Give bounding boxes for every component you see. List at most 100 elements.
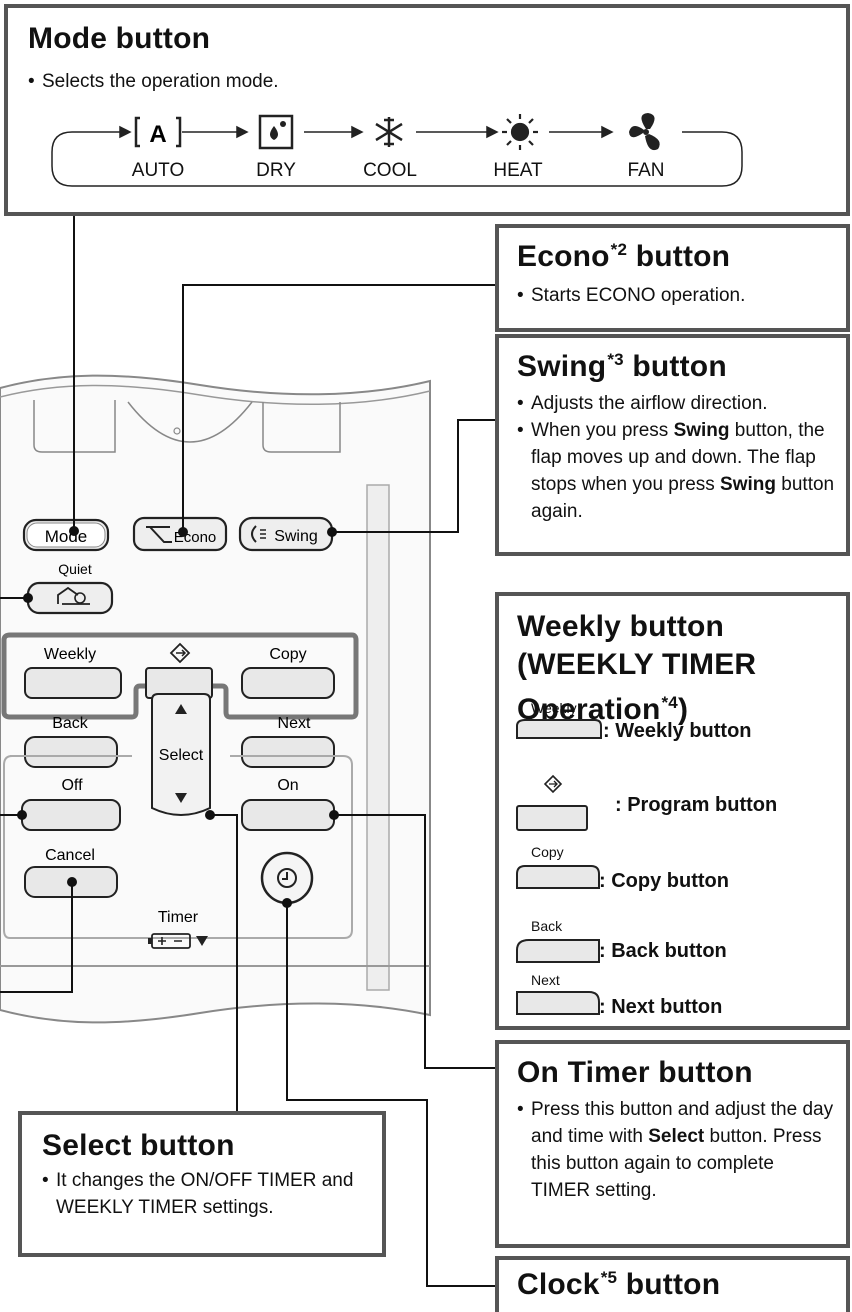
- weekly-callout-title: Weekly button (WEEKLY TIMER Operation*4): [517, 610, 757, 726]
- mode-callout-title: Mode button: [28, 22, 211, 55]
- econo-callout: Econo*2 button Starts ECONO operation.: [495, 224, 850, 332]
- select-callout: Select button It changes the ON/OFF TIME…: [18, 1111, 386, 1257]
- program-icon: [169, 642, 191, 664]
- swing-callout-title: Swing*3 button: [517, 350, 727, 383]
- connector-clock: [286, 903, 497, 1287]
- off-label: Off: [61, 777, 83, 794]
- swing-callout-bullet-1: Adjusts the airflow direction.: [517, 390, 836, 417]
- copy-button[interactable]: [241, 667, 335, 699]
- dry-icon: [258, 114, 294, 150]
- econo-button[interactable]: Econo: [132, 516, 228, 552]
- timer-group-left: [3, 755, 13, 930]
- remote-display-mid: [127, 401, 253, 443]
- quiet-label: Quiet: [58, 561, 92, 577]
- off-timer-button[interactable]: [21, 799, 121, 831]
- timer-group-frame: [3, 755, 353, 939]
- connector-dots: [17, 526, 339, 908]
- back-label: Back: [52, 715, 89, 732]
- select-callout-title: Select button: [42, 1129, 235, 1162]
- legend-program-button: [516, 805, 588, 831]
- battery-down-icon: [196, 936, 208, 946]
- remote-top-wave: [0, 384, 431, 406]
- auto-icon: A: [134, 116, 182, 148]
- select-up-icon: [175, 704, 187, 714]
- clock-icon: [277, 868, 297, 888]
- mode-callout-bullet: Selects the operation mode.: [28, 68, 279, 95]
- fan-icon: [629, 113, 660, 151]
- swing-callout-bullet-2: When you press Swing button, the flap mo…: [517, 417, 836, 525]
- legend-weekly-button: [516, 719, 602, 739]
- legend-program-icon: [543, 774, 563, 794]
- on-label: On: [277, 777, 298, 794]
- battery-icon: [148, 933, 208, 949]
- swing-button[interactable]: Swing: [238, 516, 334, 552]
- legend-back-desc: : Back button: [599, 940, 727, 962]
- mode-label-heat: HEAT: [493, 160, 543, 181]
- legend-next-desc: : Next button: [599, 996, 723, 1018]
- cool-icon: [375, 117, 403, 147]
- remote-side-strip: [366, 484, 390, 991]
- legend-weekly-desc: : Weekly button: [603, 720, 752, 742]
- remote-display-left: [33, 400, 116, 453]
- clock-callout: Clock*5 button: [495, 1256, 850, 1312]
- weekly-button[interactable]: [24, 667, 122, 699]
- connector-select: [210, 814, 238, 1111]
- mode-button-label: Mode: [45, 527, 88, 546]
- econo-callout-bullet: Starts ECONO operation.: [517, 282, 846, 309]
- next-button[interactable]: [241, 736, 335, 768]
- mode-cycle-loop: [51, 131, 743, 187]
- connector-swing: [332, 419, 497, 533]
- legend-next-button: [516, 991, 600, 1015]
- connector-econo: [182, 284, 497, 532]
- legend-program-desc: : Program button: [615, 794, 778, 816]
- legend-copy-button: [516, 865, 600, 889]
- econo-icon: [146, 526, 172, 543]
- select-button-label: Select: [159, 747, 204, 764]
- on-timer-callout-title: On Timer button: [517, 1056, 753, 1089]
- heat-icon: [502, 114, 538, 150]
- quiet-icon: [57, 586, 90, 605]
- legend-weekly-small: Weekly: [531, 700, 577, 716]
- on-timer-callout: On Timer button Press this button and ad…: [495, 1040, 850, 1248]
- connector-on: [334, 814, 497, 1069]
- cancel-label: Cancel: [45, 847, 95, 864]
- weekly-label: Weekly: [44, 646, 96, 663]
- weekly-group-frame: [1, 632, 359, 720]
- legend-back-small: Back: [531, 918, 563, 934]
- remote-display-right: [262, 402, 341, 453]
- legend-back-button: [516, 939, 600, 963]
- mode-callout: Mode button Selects the operation mode. …: [4, 4, 850, 216]
- mode-label-dry: DRY: [256, 160, 296, 181]
- connector-cancel: [0, 882, 73, 993]
- swing-button-label: Swing: [274, 528, 318, 545]
- mode-label-fan: FAN: [627, 160, 665, 181]
- econo-callout-title: Econo*2 button: [517, 240, 731, 273]
- swing-callout: Swing*3 button Adjusts the airflow direc…: [495, 334, 850, 556]
- select-button[interactable]: Select: [151, 693, 211, 816]
- weekly-callout: Weekly button (WEEKLY TIMER Operation*4)…: [495, 592, 850, 1030]
- back-button[interactable]: [24, 736, 118, 768]
- mode-button[interactable]: Mode: [22, 518, 110, 552]
- clock-button[interactable]: [260, 851, 314, 905]
- connector-lines: [0, 216, 497, 1287]
- legend-copy-desc: : Copy button: [599, 870, 729, 892]
- select-callout-bullet: It changes the ON/OFF TIMER and WEEKLY T…: [42, 1167, 370, 1221]
- mode-label-auto: AUTO: [131, 160, 185, 181]
- clock-callout-title: Clock*5 button: [517, 1268, 721, 1301]
- legend-copy-small: Copy: [531, 844, 564, 860]
- weekly-legend-buttons: [516, 719, 602, 1015]
- timer-label: Timer: [158, 909, 199, 926]
- copy-label: Copy: [269, 646, 306, 663]
- mode-cycle-diagram: A: [51, 113, 743, 187]
- svg-text:A: A: [149, 121, 166, 148]
- on-timer-button[interactable]: [241, 799, 335, 831]
- legend-next-small: Next: [531, 972, 560, 988]
- next-label: Next: [278, 715, 311, 732]
- swing-icon: [251, 525, 257, 543]
- on-timer-callout-bullet: Press this button and adjust the day and…: [517, 1096, 834, 1204]
- mode-label-cool: COOL: [363, 160, 417, 181]
- remote-display-dot: [173, 427, 181, 435]
- quiet-button[interactable]: [26, 581, 114, 615]
- select-down-icon: [175, 793, 187, 803]
